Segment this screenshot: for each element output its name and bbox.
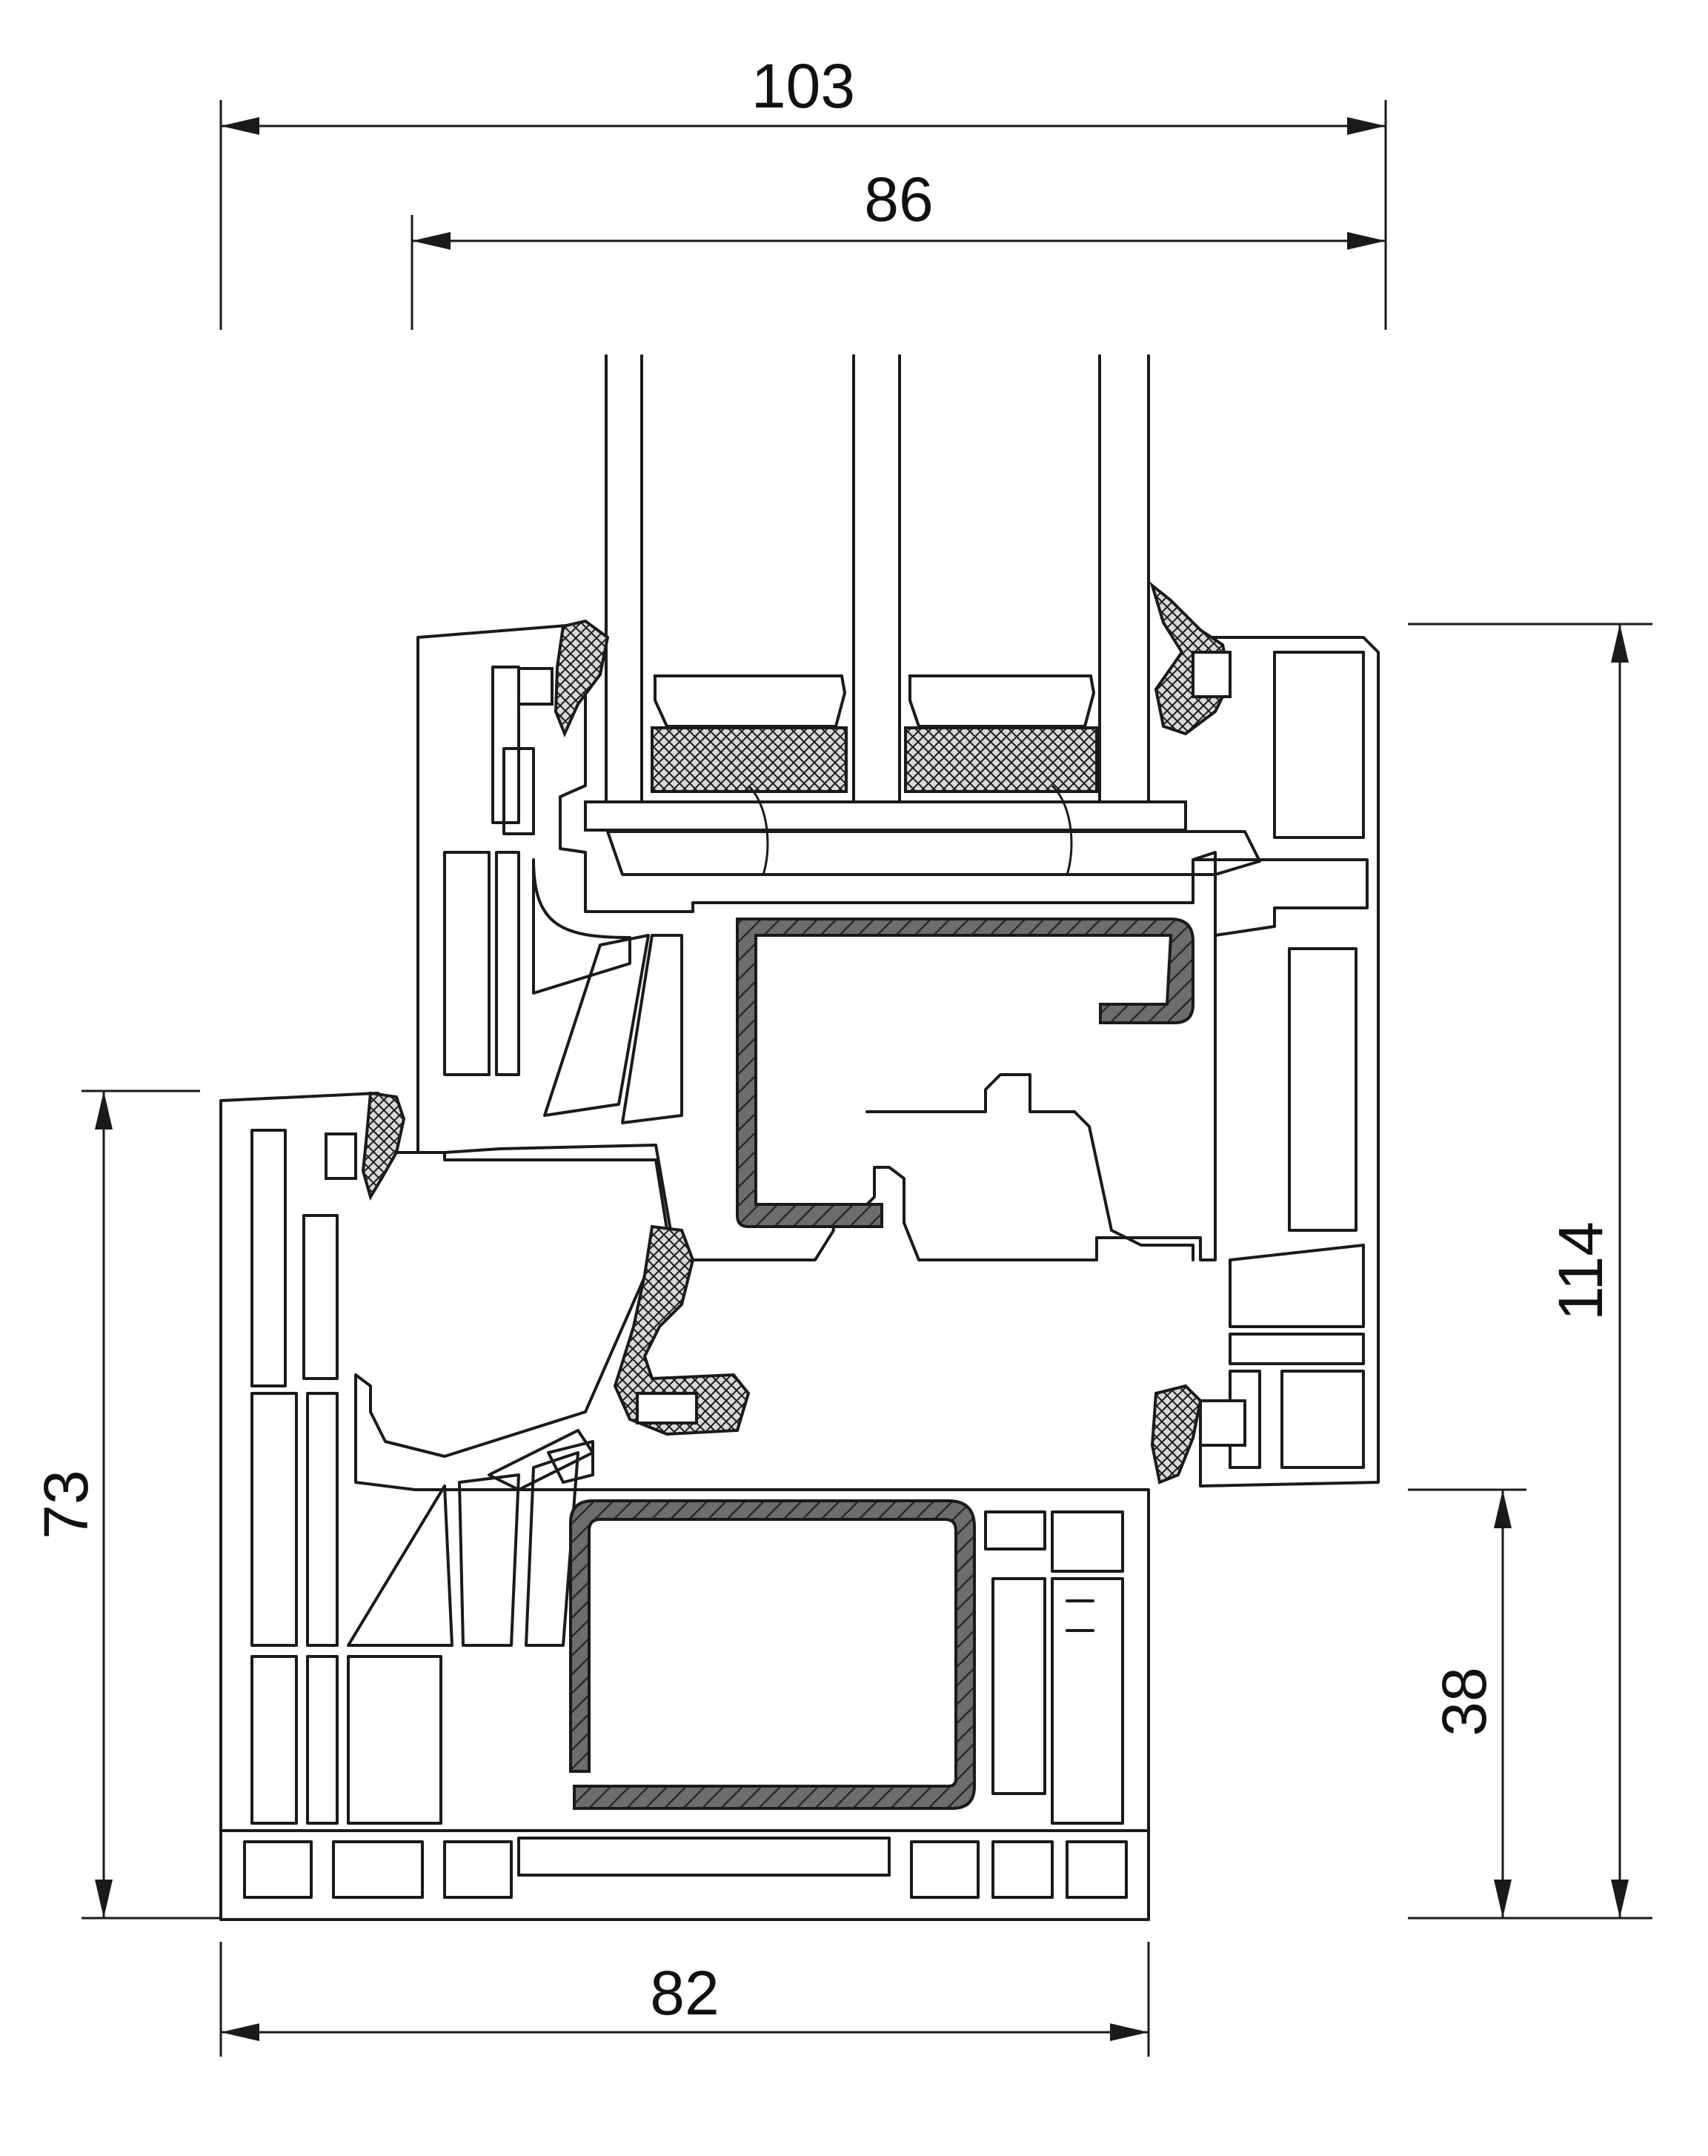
dimension-sash-width: 86	[411, 165, 1386, 330]
overall-height-label: 114	[1546, 1221, 1615, 1321]
warm-edge-spacer-right	[908, 674, 1096, 728]
inner-sash-gasket	[1150, 1384, 1203, 1485]
gasket-clip-top-right	[1192, 651, 1232, 698]
gasket-clip-top-left	[517, 667, 554, 706]
overall-width-label: 103	[751, 51, 855, 121]
gasket-clip-frame-right	[1199, 1399, 1246, 1447]
sash-steel-reinforcement	[736, 918, 1194, 1228]
warm-edge-spacer-left	[654, 674, 847, 728]
dimension-sash-offset-height: 38	[1408, 1488, 1526, 1918]
secondary-sealant-right	[904, 726, 1098, 793]
center-seal-gasket	[613, 1224, 751, 1436]
glazing-block	[584, 800, 1187, 832]
frame-height-label: 73	[31, 1470, 101, 1539]
frame-width-label: 82	[650, 1958, 719, 2028]
secondary-sealant-left	[651, 726, 848, 793]
dimension-frame-height: 73	[31, 1089, 221, 1920]
dimension-overall-width: 103	[219, 51, 1387, 330]
sash-profile	[416, 623, 1369, 1261]
sash-hardware-groove	[865, 1073, 1194, 1261]
glazing-gasket-left	[554, 619, 610, 738]
frame-outer-gasket	[361, 1091, 406, 1201]
sash-offset-height-label: 38	[1429, 1667, 1499, 1736]
dimension-overall-height: 114	[1408, 623, 1652, 1920]
frame-right-profile	[1154, 636, 1380, 1487]
gasket-clip-frame-left	[325, 1132, 357, 1180]
sash-width-label: 86	[864, 165, 933, 234]
frame-profile	[219, 1092, 1150, 1921]
triple-glazing-unit	[584, 354, 1261, 876]
gasket-clip-frame-center	[636, 1392, 698, 1424]
dimension-frame-width: 82	[219, 1942, 1150, 2057]
frame-steel-reinforcement	[569, 1499, 976, 1810]
